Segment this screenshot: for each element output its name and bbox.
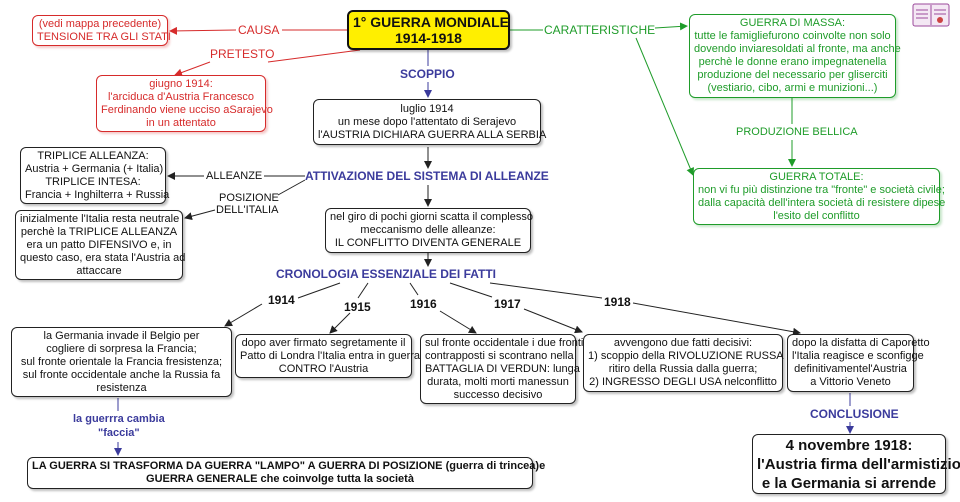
line-1914: [297, 282, 341, 299]
year-1918: 1918: [604, 295, 631, 309]
link-posizione-1: POSIZIONE: [219, 192, 279, 204]
link-cronologia: CRONOLOGIA ESSENZIALE DEI FATTI: [276, 267, 497, 281]
link-caratteristiche: CARATTERISTICHE: [544, 23, 656, 37]
line-posizione-arrow: [184, 209, 216, 221]
box-event-1917: avvengono due fatti decisivi: 1) scoppio…: [583, 334, 784, 392]
box-posizione-italia: inizialmente l'Italia resta neutrale per…: [15, 210, 185, 280]
year-1915: 1915: [344, 300, 371, 314]
box-alleanze: TRIPLICE ALLEANZA: Austria + Germania (+…: [20, 147, 169, 204]
link-conclusione: CONCLUSIONE: [810, 407, 899, 421]
box-guerra-totale: GUERRA TOTALE: non vi fu più distinzione…: [693, 168, 945, 225]
book-icon[interactable]: [912, 2, 950, 28]
box-causa: (vedi mappa precedente) TENSIONE TRA GLI…: [32, 15, 171, 46]
line-posizione: [277, 179, 306, 196]
box-armistizio: 4 novembre 1918: l'Austria firma dell'ar…: [752, 434, 960, 494]
line-causa-arrow: [169, 26, 237, 35]
line-1916-arrow: [439, 310, 477, 334]
year-1914: 1914: [268, 293, 295, 307]
link-pretesto: PRETESTO: [210, 47, 275, 61]
line-pretesto: [267, 49, 361, 63]
link-produzione: PRODUZIONE BELLICA: [736, 126, 858, 138]
link-attivazione: ATTIVAZIONE DEL SISTEMA DI ALLEANZE: [305, 169, 549, 183]
link-causa: CAUSA: [238, 23, 280, 37]
link-posizione-2: DELL'ITALIA: [216, 204, 279, 216]
box-guerra-di-posizione: LA GUERRA SI TRASFORMA DA GUERRA "LAMPO"…: [27, 457, 545, 489]
line-1917-arrow: [523, 308, 583, 334]
title-line-1: 1° GUERRA MONDIALE: [353, 14, 509, 30]
box-event-1915: dopo aver firmato segretamente il Patto …: [235, 334, 420, 378]
title-box: 1° GUERRA MONDIALE 1914-1918: [347, 10, 510, 50]
box-guerra-di-massa: GUERRA DI MASSA: tutte le famigliefurono…: [689, 14, 901, 98]
line-1918: [489, 282, 603, 299]
year-1916: 1916: [410, 297, 437, 311]
box-event-1918: dopo la disfatta di Caporetto l'Italia r…: [787, 334, 930, 392]
link-cambia-2: "faccia": [98, 427, 140, 439]
line-1916: [409, 282, 419, 296]
line-1915: [357, 282, 369, 299]
title-line-2: 1914-1918: [395, 30, 462, 46]
line-1914-arrow: [224, 303, 263, 327]
line-caratteristiche-arrow: [654, 22, 688, 31]
line-caratteristiche-totale: [635, 37, 695, 176]
box-luglio-1914: luglio 1914 un mese dopo l'attentato di …: [313, 99, 546, 145]
link-scoppio: SCOPPIO: [400, 67, 455, 81]
line-1917: [449, 282, 493, 298]
link-alleanze: ALLEANZE: [206, 170, 263, 182]
line-1915-arrow: [329, 312, 351, 334]
link-cambia-1: la guerrra cambia: [73, 413, 165, 425]
box-conflitto-generale: nel giro di pochi giorni scatta il compl…: [325, 208, 533, 253]
box-event-1914: la Germania invade il Belgio per coglier…: [11, 327, 232, 397]
year-1917: 1917: [494, 297, 521, 311]
box-pretesto: giugno 1914: l'arciduca d'Austria France…: [96, 75, 273, 132]
line-1918-arrow: [632, 302, 801, 336]
box-event-1916: sul fronte occidentale i due fronti cont…: [420, 334, 583, 404]
line-pretesto-arrow: [174, 61, 211, 77]
